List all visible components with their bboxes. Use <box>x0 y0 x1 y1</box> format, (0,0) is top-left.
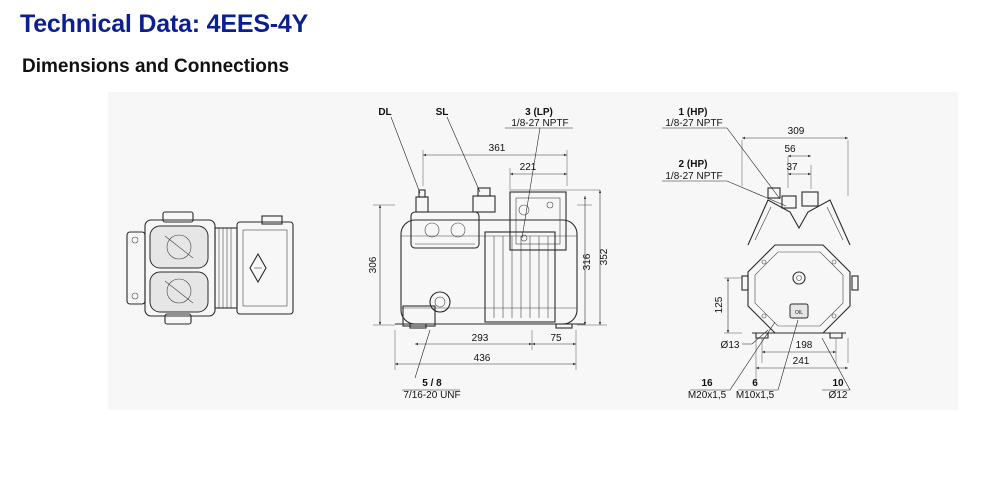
callout-6-thread: M10x1,5 <box>736 390 775 401</box>
top-view <box>126 211 294 325</box>
callout-oil-thread: 7/16-20 UNF <box>403 390 460 401</box>
callout-lp-name: 3 (LP) <box>525 107 553 118</box>
dim-75: 75 <box>550 333 562 344</box>
callout-10-thread: Ø12 <box>829 390 848 401</box>
callout-lp-thread: 1/8-27 NPTF <box>511 118 568 129</box>
dim-198: 198 <box>796 340 813 351</box>
dim-125: 125 <box>714 296 725 313</box>
dim-436: 436 <box>474 353 491 364</box>
callout-hp2-thread: 1/8-27 NPTF <box>665 171 722 182</box>
callout-sl: SL <box>436 107 449 118</box>
dim-241: 241 <box>793 356 810 367</box>
callout-16-name: 16 <box>701 378 713 389</box>
dim-361: 361 <box>489 143 506 154</box>
callout-hp2-name: 2 (HP) <box>679 159 708 170</box>
front-view <box>373 116 607 391</box>
dim-352: 352 <box>599 248 610 265</box>
section-subtitle: Dimensions and Connections <box>22 56 290 77</box>
callout-oil-name: 5 / 8 <box>422 378 442 389</box>
dim-306: 306 <box>368 256 379 273</box>
dim-309: 309 <box>788 126 805 137</box>
callout-6-name: 6 <box>752 378 758 389</box>
dim-diameter-13: Ø13 <box>721 340 740 351</box>
drawing-background <box>108 92 958 410</box>
callout-10-name: 10 <box>832 378 844 389</box>
dim-221: 221 <box>520 162 537 173</box>
dim-316: 316 <box>582 253 593 270</box>
side-view <box>662 127 859 391</box>
callout-16-thread: M20x1,5 <box>688 390 727 401</box>
callout-hp1-thread: 1/8-27 NPTF <box>665 118 722 129</box>
oil-plate-label: OIL <box>795 310 803 316</box>
page-title: Technical Data: 4EES-4Y <box>20 10 309 38</box>
callout-dl: DL <box>378 107 391 118</box>
dim-56: 56 <box>784 144 796 155</box>
dim-293: 293 <box>472 333 489 344</box>
dim-37: 37 <box>786 162 798 173</box>
callout-hp1-name: 1 (HP) <box>679 107 708 118</box>
